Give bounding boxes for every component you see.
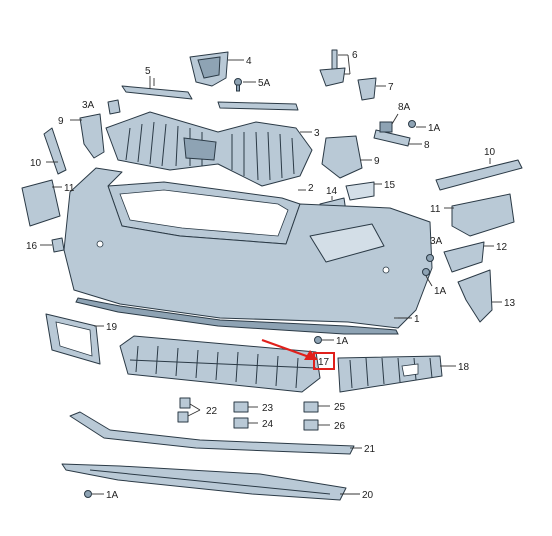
callout-10: 10 xyxy=(484,147,496,158)
callout-13: 13 xyxy=(504,298,516,309)
callout-labels: 1 1A 1A 1A 1A 2 3 3A 3A 4 5 5A 6 7 8 8A … xyxy=(26,50,516,501)
callout-1a: 1A xyxy=(336,336,349,347)
part-19-grille-left xyxy=(45,313,104,365)
callout-23: 23 xyxy=(262,403,274,414)
lower-grille-mesh xyxy=(129,345,317,389)
callout-20: 20 xyxy=(362,490,374,501)
callout-10: 10 xyxy=(30,158,42,169)
callout-24: 24 xyxy=(262,419,274,430)
part-23-clip xyxy=(233,401,258,413)
part-13-cover xyxy=(457,269,502,323)
part-12-bracket xyxy=(443,241,494,273)
part-10-bracket-right xyxy=(435,158,523,191)
callout-17-box xyxy=(313,352,335,370)
part-22-clips xyxy=(177,397,201,423)
callout-9: 9 xyxy=(374,156,380,167)
part-9-bracket-left xyxy=(70,113,105,159)
callout-11: 11 xyxy=(64,183,75,194)
callout-1a: 1A xyxy=(106,490,119,501)
right-grille-mesh xyxy=(349,357,433,389)
part-20-skid xyxy=(61,463,360,501)
callout-22: 22 xyxy=(206,406,218,417)
part-21-spoiler xyxy=(69,411,362,455)
callout-5: 5 xyxy=(145,66,151,77)
part-4-bracket xyxy=(189,51,244,87)
callout-16: 16 xyxy=(26,241,38,252)
callout-4: 4 xyxy=(246,56,252,67)
callout-7: 7 xyxy=(388,82,394,93)
callout-17: 17 xyxy=(318,357,330,368)
callout-6: 6 xyxy=(352,50,358,61)
callout-11: 11 xyxy=(430,204,441,215)
callout-14: 14 xyxy=(326,186,338,197)
callout-15: 15 xyxy=(384,180,396,191)
part-15-cover xyxy=(345,181,382,201)
part-1a-bolt-bottom xyxy=(84,490,104,498)
grille-slats xyxy=(125,121,295,181)
callout-1a: 1A xyxy=(428,123,441,134)
label-leader-dashes xyxy=(153,78,412,319)
callout-18: 18 xyxy=(458,362,470,373)
part-3a-clip-right xyxy=(426,254,434,262)
part-7-bracket xyxy=(357,77,386,101)
part-16-plug xyxy=(40,237,65,253)
callout-8a: 8A xyxy=(398,102,411,113)
part-11-bracket-right xyxy=(444,193,515,237)
part-26-clip xyxy=(303,419,330,431)
part-2-frame xyxy=(107,181,306,245)
part-10-bracket-left xyxy=(43,127,67,175)
callout-9: 9 xyxy=(58,116,64,127)
part-5-strip xyxy=(121,76,193,100)
part-1a-bolt-center xyxy=(314,336,334,344)
callout-5a: 5A xyxy=(258,78,271,89)
callout-25: 25 xyxy=(334,402,346,413)
callout-26: 26 xyxy=(334,421,346,432)
part-9-bracket-right xyxy=(321,135,372,179)
part-8-bracket xyxy=(373,113,422,147)
callout-3a: 3A xyxy=(82,100,95,111)
callout-12: 12 xyxy=(496,242,508,253)
part-6-clip xyxy=(319,49,351,87)
callout-21: 21 xyxy=(364,444,376,455)
part-5a-bolt xyxy=(234,78,256,92)
part-17-lower-grille xyxy=(119,335,321,393)
part-11-bracket-left xyxy=(21,179,62,227)
part-1a-bolt-right-top xyxy=(408,120,426,128)
callout-2: 2 xyxy=(308,183,314,194)
part-24-clip xyxy=(233,417,258,429)
callout-3a: 3A xyxy=(430,236,443,247)
part-25-clip xyxy=(303,401,330,413)
callout-3: 3 xyxy=(314,128,320,139)
part-1-bumper-cover xyxy=(63,167,433,335)
part-18-grille-right xyxy=(337,355,456,393)
callout-19: 19 xyxy=(106,322,118,333)
part-3-grille xyxy=(105,111,313,187)
callout-1a: 1A xyxy=(434,286,447,297)
part-3a-clip-left xyxy=(107,99,121,115)
callout-8: 8 xyxy=(424,140,430,151)
callout-1: 1 xyxy=(414,314,420,325)
part-1a-bolt-right-mid xyxy=(422,268,433,287)
part-5-lower-strip xyxy=(217,101,299,111)
